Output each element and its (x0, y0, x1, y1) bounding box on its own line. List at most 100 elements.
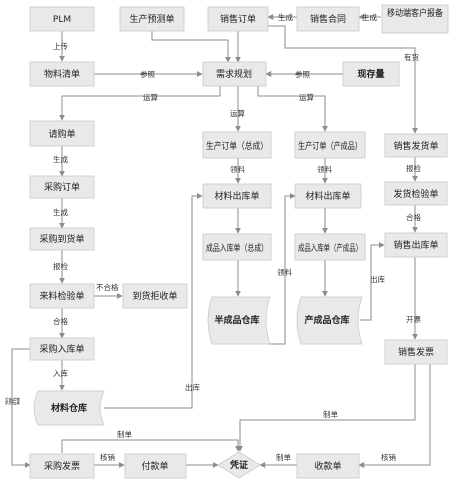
label-upload: 上传 (53, 41, 68, 51)
node-label: 采购到货单 (39, 233, 84, 245)
node-label: 生产订单（产成品） (298, 140, 362, 152)
node-label: 付款单 (141, 460, 168, 472)
edge-demand-req (59, 86, 221, 121)
node-shape (29, 227, 95, 251)
label-generate-2: 生成 (362, 12, 377, 22)
node-sales-order: 销售订单 (207, 6, 269, 32)
edge-invoice-voucher (61, 439, 241, 453)
node-label: 成品入库单（总成） (206, 242, 268, 254)
node-shape (29, 453, 95, 479)
node-shape (384, 339, 448, 365)
label-generate-4: 生成 (53, 207, 68, 217)
node-label: 生产预测单 (129, 13, 174, 25)
node-label: 产成品仓库 (304, 314, 349, 326)
edge-semi-out2 (268, 193, 296, 345)
label-invoice-open: 开票 (406, 315, 421, 324)
node-shape (207, 296, 271, 345)
edge-fgwh-outbound (360, 242, 385, 321)
edge-inbound-invoice (11, 348, 31, 468)
node-label: 物料清单 (44, 68, 80, 80)
node-label: 发货检验单 (393, 188, 438, 200)
label-calc-1: 运算 (143, 92, 158, 102)
node-shape (384, 232, 448, 258)
label-make-voucher-3: 制单 (276, 452, 291, 462)
node-purchase-req: 请购单 (29, 120, 95, 147)
node-shape (29, 175, 95, 199)
node-shape (29, 283, 95, 309)
label-purchase-settle: 采购结算 (5, 396, 20, 406)
node-fg-in-assembly: 成品入库单（总成） (202, 233, 272, 261)
node-arrival-reject: 到货拒收单 (122, 283, 188, 309)
node-semi-warehouse: 半成品仓库 (207, 296, 271, 345)
node-label: 材料仓库 (50, 402, 87, 414)
label-make-voucher-2: 制单 (323, 409, 338, 419)
node-shape (33, 390, 105, 426)
node-incoming-inspection: 来料检验单 (29, 283, 95, 309)
label-calc-2: 运算 (230, 108, 245, 118)
label-generate-1: 生成 (278, 12, 293, 22)
node-shape (384, 181, 448, 206)
label-verify-1: 核销 (100, 452, 115, 462)
node-label: 销售出库单 (393, 239, 438, 251)
node-label: 销售发货单 (393, 140, 438, 152)
label-outbound-1: 出库 (185, 382, 200, 392)
node-purchase-invoice: 采购发票 (29, 453, 95, 479)
node-shape (202, 131, 272, 159)
node-label: 移动端客户报备 (387, 7, 443, 19)
label-inspect-1: 报检 (53, 261, 68, 271)
edge-salesinvoice-voucher (237, 364, 416, 452)
node-voucher: 凭证 (217, 451, 261, 479)
node-shape (29, 6, 95, 32)
node-label: PLM (53, 15, 71, 25)
node-label: 材料出库单 (305, 190, 350, 202)
node-shape (217, 451, 261, 479)
node-shape (342, 61, 400, 87)
node-shape (296, 453, 360, 479)
label-has-stock: 有货 (404, 52, 419, 62)
node-purchase-order: 采购订单 (29, 175, 95, 199)
node-label: 成品入库单（产成品） (298, 242, 362, 254)
node-label: 材料出库单 (214, 190, 259, 202)
node-purchase-arrival: 采购到货单 (29, 227, 95, 251)
node-sales-contract: 销售合同 (296, 6, 360, 32)
label-verify-2: 核销 (381, 452, 396, 462)
node-material-warehouse: 材料仓库 (33, 390, 105, 426)
node-shape (296, 296, 363, 345)
node-shape (384, 133, 448, 158)
label-reference-1: 参照 (140, 69, 155, 79)
node-inventory: 现存量 (342, 61, 400, 87)
edge-matwh-out1 (104, 193, 203, 409)
node-label: 采购订单 (44, 181, 80, 193)
node-shape (381, 4, 449, 34)
node-shape (296, 6, 360, 32)
label-generate-3: 生成 (53, 154, 68, 164)
label-unqualified: 不合格 (96, 282, 119, 292)
node-label: 半成品仓库 (214, 314, 259, 326)
node-shape (124, 453, 187, 479)
node-shape (294, 233, 366, 261)
node-shape (294, 131, 366, 159)
label-make-voucher-1: 制单 (117, 429, 132, 439)
node-shape (207, 6, 269, 32)
edge-demand-prodP (257, 86, 328, 132)
node-label: 采购发票 (44, 460, 80, 472)
label-outbound-2: 出库 (370, 274, 385, 284)
label-qualified-1: 合格 (53, 316, 68, 326)
node-label: 需求规划 (216, 68, 252, 80)
node-prod-order-assembly: 生产订单（总成） (202, 131, 272, 159)
label-inbound: 入库 (53, 368, 68, 378)
node-shape (294, 183, 362, 209)
node-label: 收款单 (314, 460, 341, 472)
node-sales-invoice: 销售发票 (384, 339, 448, 365)
label-qualified-2: 合格 (406, 212, 421, 222)
node-label: 销售合同 (310, 13, 346, 25)
node-bom: 物料清单 (29, 61, 95, 87)
node-plm: PLM (29, 6, 95, 32)
node-label: 到货拒收单 (132, 290, 177, 302)
edges (11, 14, 431, 468)
edge-salesinvoice-receipt (358, 364, 431, 468)
node-label: 来料检验单 (39, 290, 84, 302)
node-prod-order-product: 生产订单（产成品） (294, 131, 366, 159)
node-label: 请购单 (48, 128, 75, 140)
